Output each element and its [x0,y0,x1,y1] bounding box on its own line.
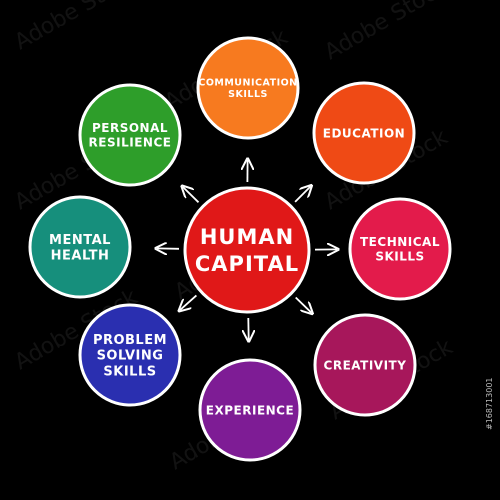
watermark-text: Adobe Stock [11,0,143,55]
node-circle [312,81,416,185]
node-label-line: PROBLEM [93,333,167,348]
center-label-line: HUMAN [200,225,294,249]
node-education: EDUCATION [312,81,416,185]
node-label-line: HEALTH [51,249,110,264]
node-label-line: CREATIVITY [324,358,407,372]
node-circle [198,358,302,462]
node-label-line: PERSONAL [92,121,168,135]
stock-id-label: #168713001 [485,377,494,430]
node-experience: EXPERIENCE [198,358,302,462]
arrow-education [294,186,311,203]
center-label-line: CAPITAL [195,252,299,276]
watermark-text: Adobe Stock [321,0,453,65]
node-circle [78,303,182,407]
node-circle [348,197,452,301]
node-label-line: SKILLS [103,364,156,379]
node-label-line: SKILLS [228,89,268,100]
center-node: HUMAN CAPITAL [183,186,311,314]
arrow-creativity [295,296,312,313]
node-label-line: SKILLS [375,250,424,264]
node-label-line: TECHNICAL [360,235,440,249]
node-label-line: EXPERIENCE [206,403,294,417]
node-circle [28,195,132,299]
arrow-personal-resilience [183,187,200,203]
node-circle [78,83,182,187]
node-creativity: CREATIVITY [313,313,417,417]
arrow-layer [157,160,337,340]
node-circle [196,36,300,140]
node-label-line: COMMUNICATION [198,78,297,89]
center-circle [183,186,311,314]
node-label-line: RESILIENCE [89,136,172,150]
node-circle [313,313,417,417]
arrow-problem-solving-skills [180,294,198,310]
node-label-line: SOLVING [97,349,164,364]
node-label-line: EDUCATION [323,126,405,140]
node-label-line: MENTAL [49,233,111,248]
node-layer: COMMUNICATIONSKILLSEDUCATIONTECHNICALSKI… [28,36,452,462]
